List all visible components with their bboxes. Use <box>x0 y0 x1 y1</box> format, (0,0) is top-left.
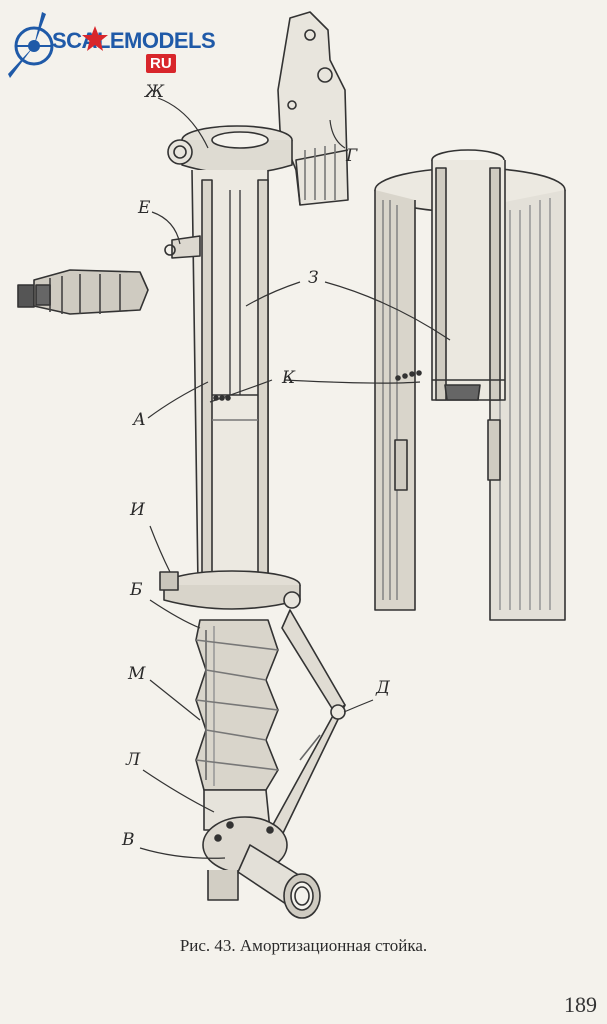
label-e: Е <box>138 198 151 218</box>
figure-caption: Рис. 43. Амортизационная стойка. <box>179 936 428 955</box>
label-m: М <box>128 664 146 684</box>
logo-text: SCALEMODELS <box>52 28 216 53</box>
logo-ru-badge: RU <box>146 54 176 73</box>
leader-lines <box>139 97 451 859</box>
propeller-icon <box>8 12 54 78</box>
label-k: К <box>282 368 296 388</box>
label-i: И <box>130 500 145 520</box>
strut-head <box>167 125 293 175</box>
site-logo[interactable]: SCALEMODELS RU <box>4 6 216 90</box>
label-l: Л <box>126 750 141 770</box>
outer-cylinder <box>191 169 269 586</box>
red-star-icon <box>82 26 108 51</box>
top-bracket-fitting <box>277 11 349 206</box>
clamp-collar <box>159 570 301 610</box>
label-v: В <box>122 830 135 850</box>
label-z: З <box>308 268 319 288</box>
charging-valve <box>17 235 201 315</box>
cutaway-detail <box>374 149 566 621</box>
label-g: Г <box>346 146 358 166</box>
label-d: Д <box>376 678 390 698</box>
page-number: 189 <box>564 992 597 1017</box>
label-b: Б <box>130 580 143 600</box>
wheel-axle <box>237 844 321 919</box>
label-a: А <box>133 410 146 430</box>
label-zh: Ж <box>145 82 165 102</box>
corrugated-boot <box>195 619 279 791</box>
